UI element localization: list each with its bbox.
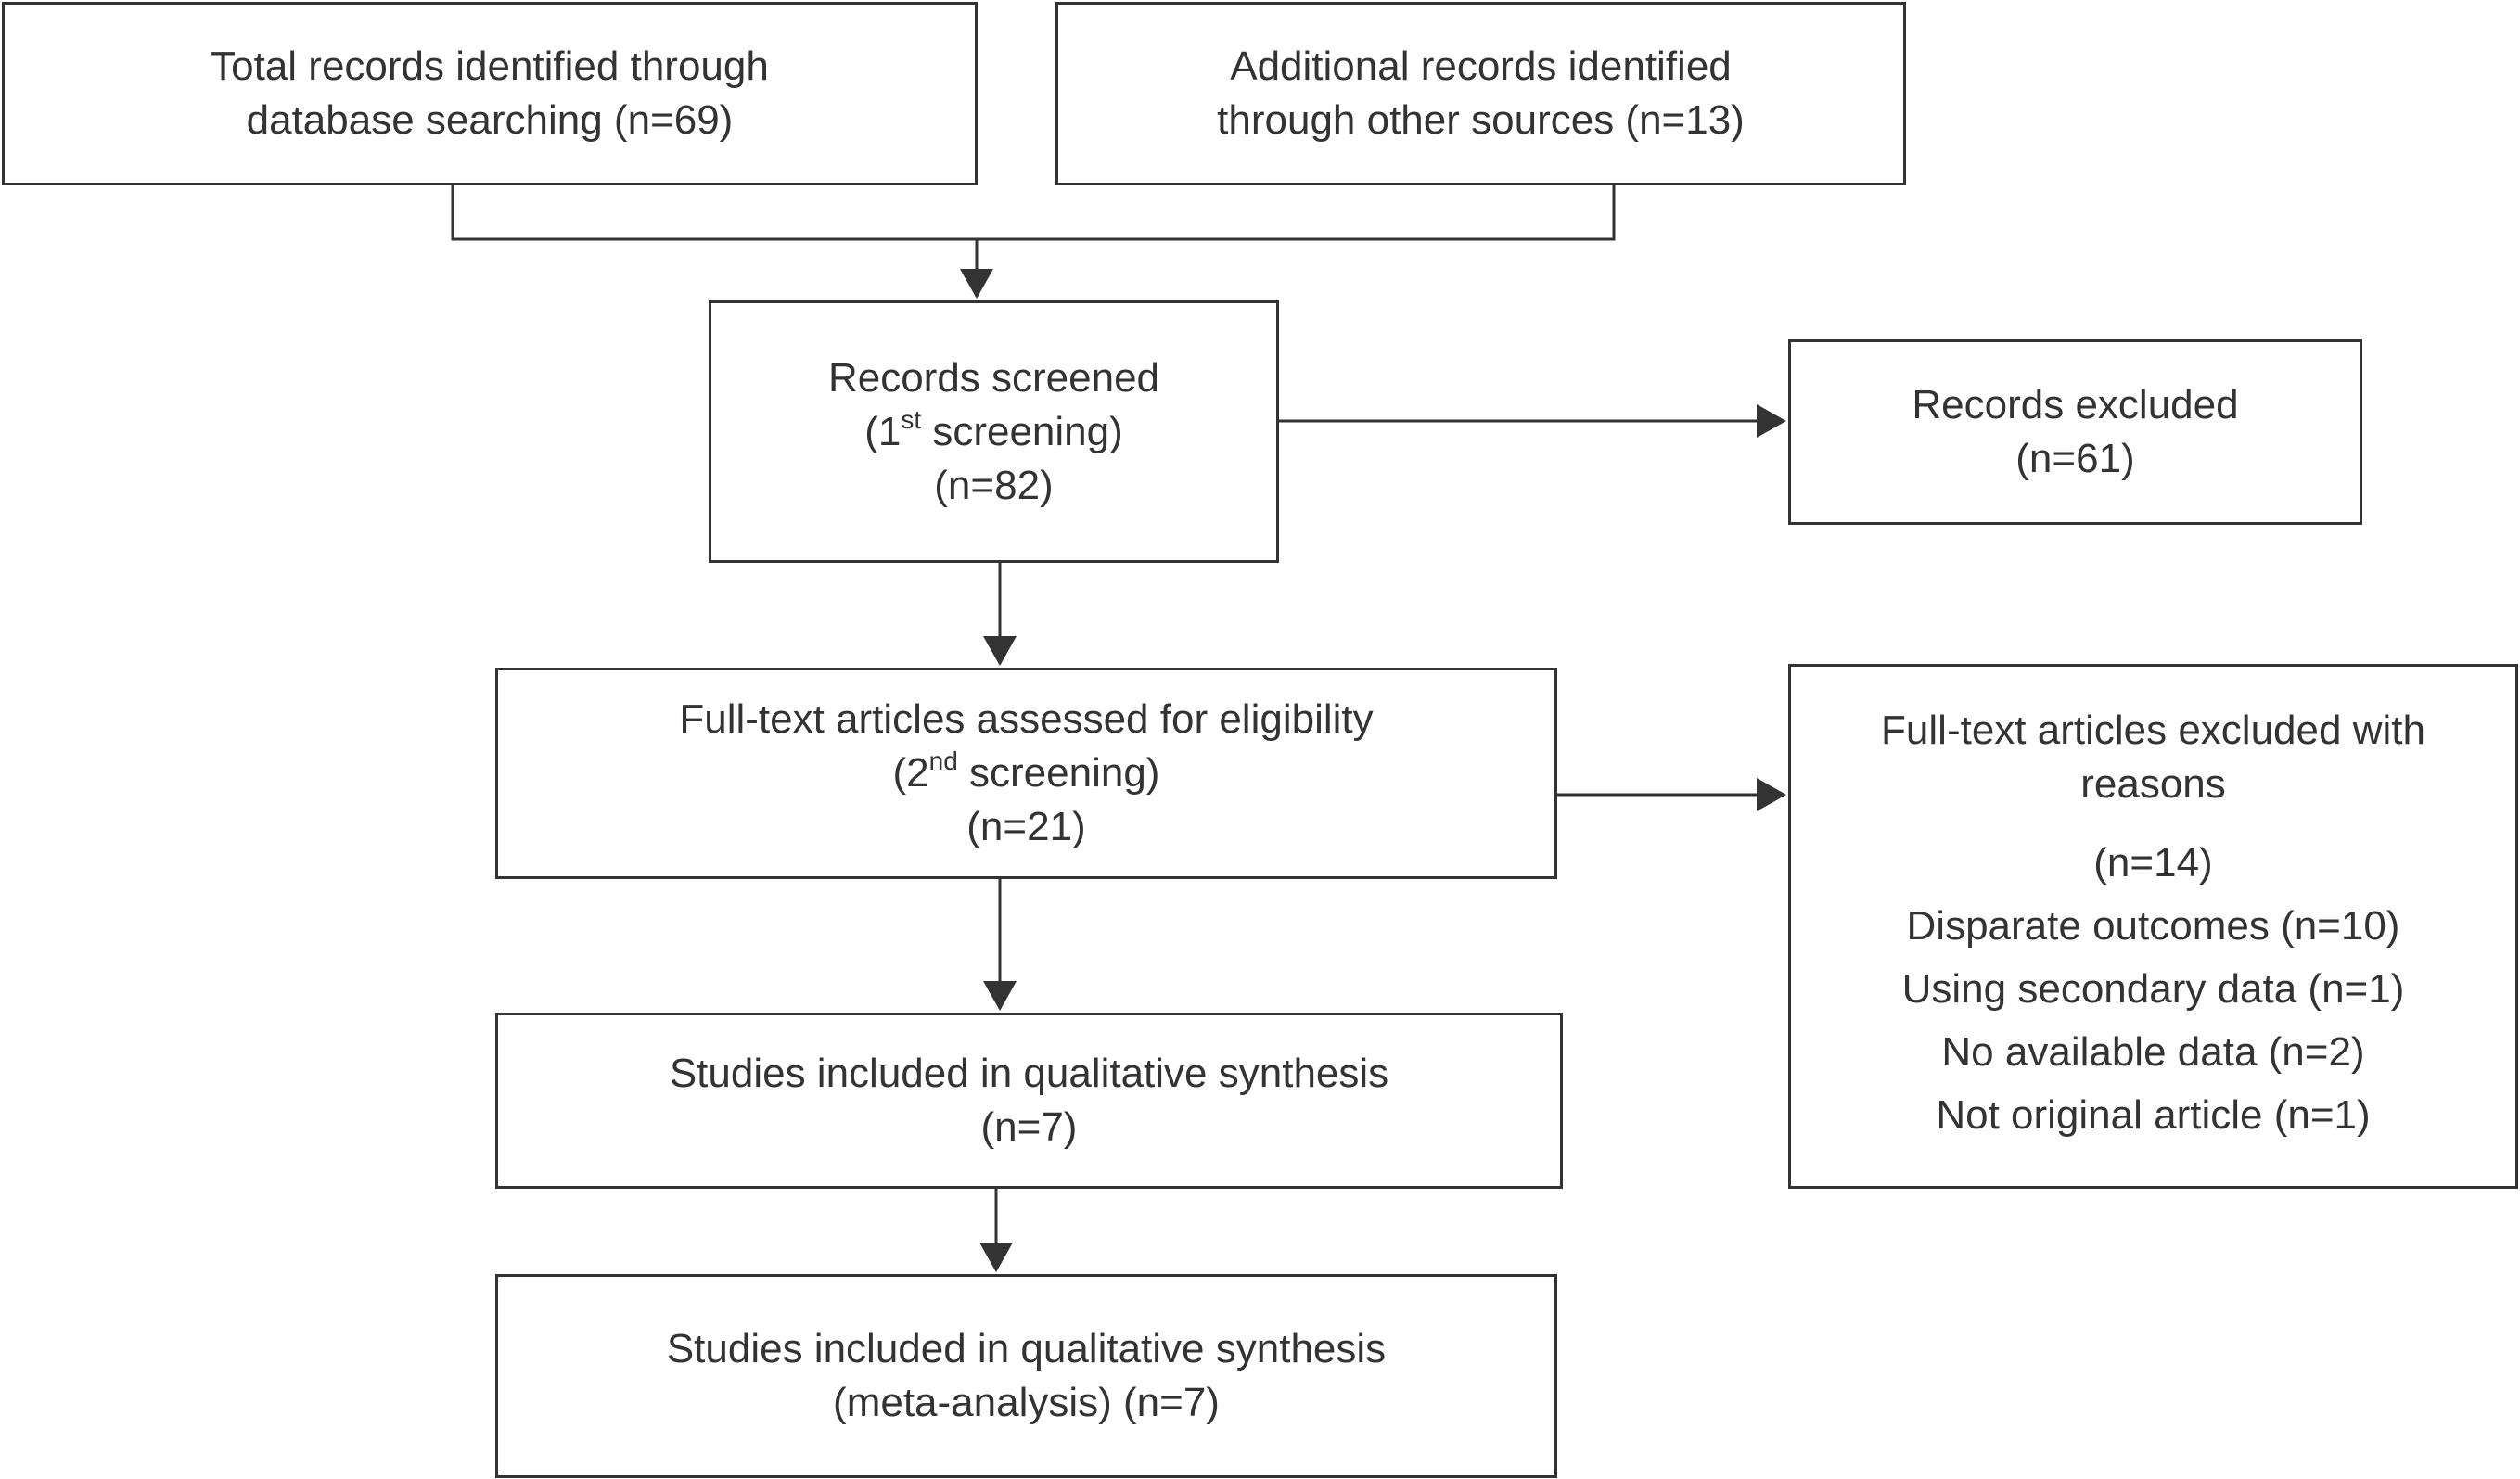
arrowhead-records-excluded: [1757, 404, 1786, 438]
meta-analysis-box: Studies included in qualitative synthesi…: [495, 1274, 1557, 1478]
qualitative-synthesis-box: Studies included in qualitative synthesi…: [495, 1013, 1563, 1189]
qualitative-synthesis-title: Studies included in qualitative synthesi…: [669, 1051, 1389, 1096]
records-other-line1: Additional records identified: [1230, 44, 1732, 89]
full-text-assessed-stage: (2nd screening): [893, 746, 1160, 800]
records-excluded-box: Records excluded (n=61): [1788, 339, 2362, 525]
full-text-assessed-count: (n=21): [966, 804, 1086, 849]
records-excluded-count: (n=61): [2015, 436, 2135, 481]
records-other-line2: through other sources (n=13): [1217, 97, 1745, 143]
records-database-line1: Total records identified through: [211, 44, 769, 89]
meta-analysis-count: (meta-analysis) (n=7): [833, 1380, 1220, 1425]
exclusion-reason: Using secondary data (n=1): [1901, 966, 2405, 1012]
stage-suffix: screening): [921, 408, 1123, 454]
qualitative-synthesis-count: (n=7): [980, 1104, 1078, 1150]
stage-ordinal-suffix: st: [901, 404, 922, 434]
records-screened-count: (n=82): [934, 462, 1054, 508]
full-text-excluded-box: Full-text articles excluded with reasons…: [1788, 664, 2518, 1189]
full-text-assessed-box: Full-text articles assessed for eligibil…: [495, 668, 1557, 879]
meta-analysis-title: Studies included in qualitative synthesi…: [666, 1326, 1387, 1371]
records-database-line2: database searching (n=69): [246, 97, 734, 143]
records-excluded-title: Records excluded: [1912, 382, 2239, 427]
records-database-box: Total records identified through databas…: [2, 2, 978, 185]
stage-suffix: screening): [957, 750, 1160, 796]
full-text-excluded-title-line2: reasons: [2080, 761, 2226, 807]
exclusion-reason: No available data (n=2): [1941, 1029, 2365, 1075]
arrowhead-meta-analysis: [979, 1243, 1013, 1272]
records-screened-stage: (1st screening): [864, 405, 1123, 459]
arrowhead-qualitative-synthesis: [983, 981, 1017, 1011]
records-screened-title: Records screened: [827, 354, 1160, 401]
exclusion-reason: Disparate outcomes (n=10): [1906, 903, 2400, 949]
records-other-sources-box: Additional records identified through ot…: [1055, 2, 1906, 185]
exclusion-reason: Not original article (n=1): [1936, 1092, 2371, 1138]
merge-connector: [451, 185, 1616, 241]
full-text-excluded-title-line1: Full-text articles excluded with: [1881, 708, 2425, 753]
stage-prefix: (2: [892, 750, 929, 796]
full-text-excluded-count: (n=14): [2093, 840, 2213, 886]
stage-prefix: (1: [864, 408, 902, 454]
arrowhead-full-text-excluded: [1757, 778, 1786, 811]
arrowhead-records-screened: [960, 269, 993, 299]
stage-ordinal-suffix: nd: [928, 746, 958, 775]
records-screened-box: Records screened (1st screening) (n=82): [709, 300, 1279, 563]
full-text-assessed-title: Full-text articles assessed for eligibil…: [679, 696, 1374, 742]
arrowhead-full-text-assessed: [983, 636, 1017, 666]
